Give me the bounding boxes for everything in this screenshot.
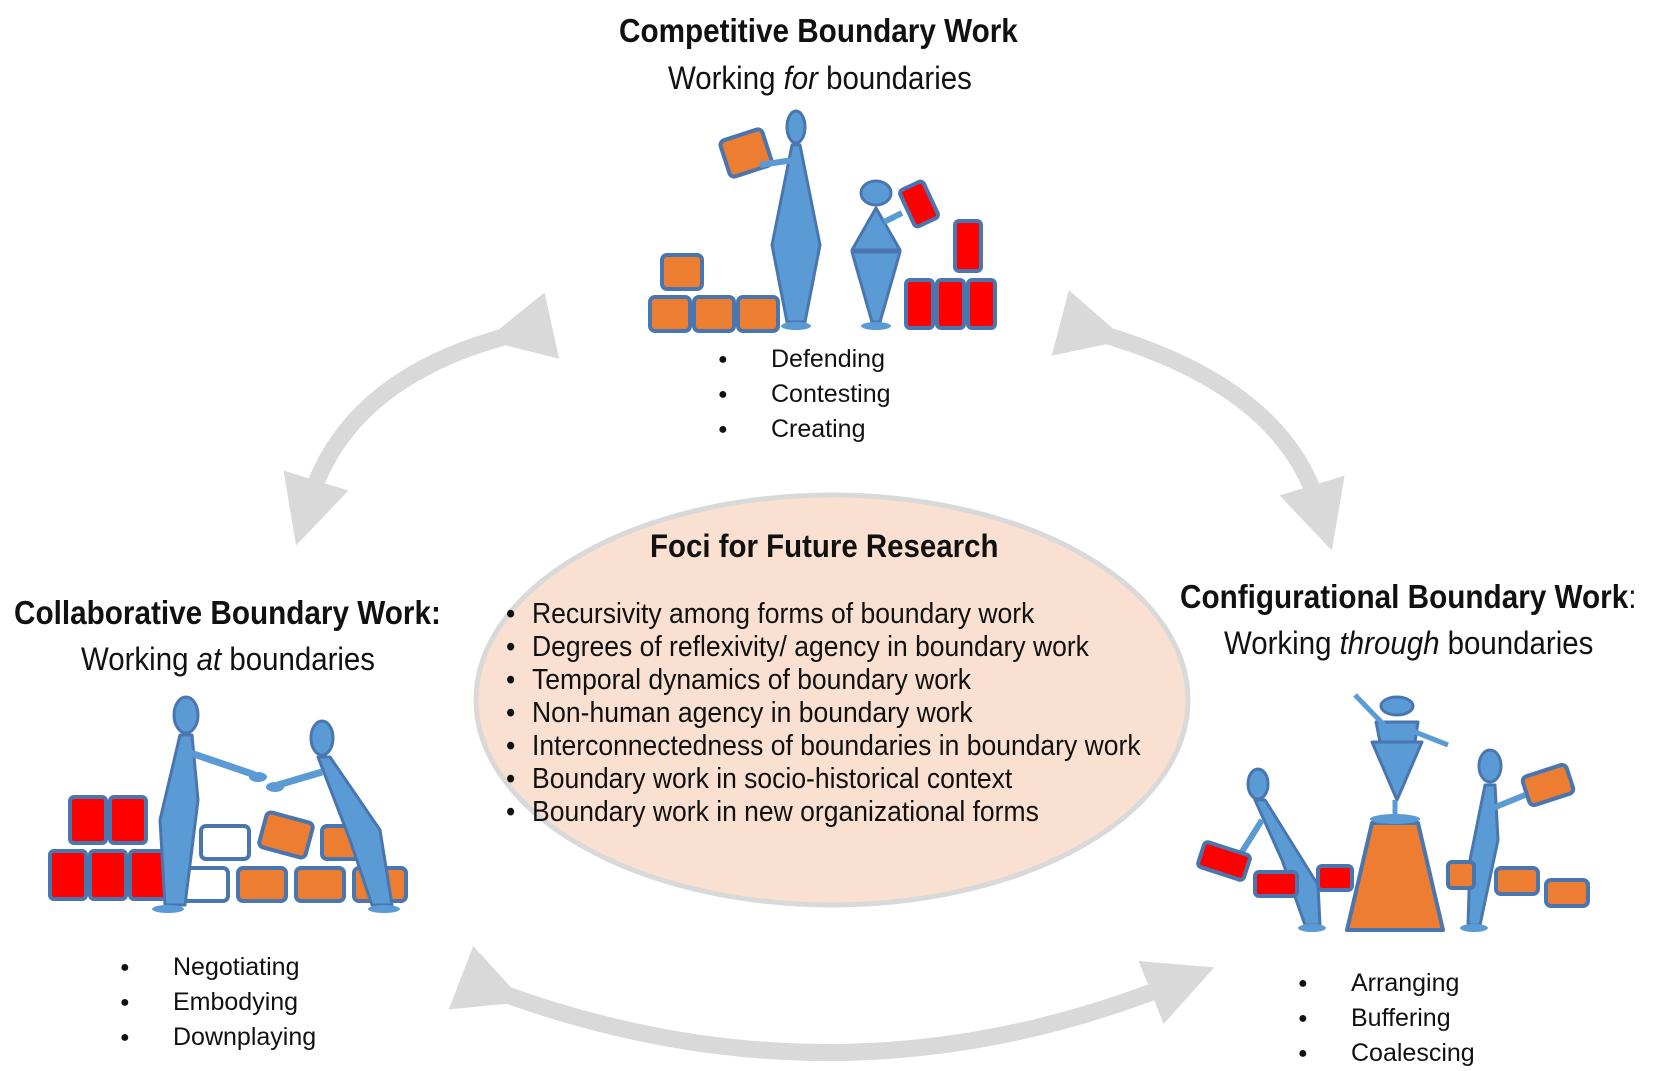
foci-item: Boundary work in new organizational form… <box>506 796 1141 829</box>
list-item: Buffering <box>1298 1001 1475 1036</box>
white-block <box>199 824 251 861</box>
orange-block <box>1494 866 1540 896</box>
red-block-held <box>898 179 940 229</box>
subtitle-emphasis: for <box>783 60 818 96</box>
foci-list: Recursivity among forms of boundary work… <box>506 598 1141 829</box>
orange-block <box>692 295 736 333</box>
orange-block-held <box>1520 762 1576 808</box>
title-suffix: : <box>1628 578 1637 615</box>
red-block <box>966 278 997 330</box>
configurational-list: Arranging Buffering Coalescing <box>1298 966 1475 1071</box>
list-item: Embodying <box>120 985 316 1020</box>
red-block <box>1316 864 1354 892</box>
configurational-title: Configurational Boundary Work: <box>1180 578 1637 616</box>
red-block <box>68 795 108 845</box>
foci-item: Interconnectedness of boundaries in boun… <box>506 730 1141 763</box>
person-icon <box>266 719 400 913</box>
subtitle-text: boundaries <box>1439 625 1594 661</box>
red-block <box>1253 870 1299 898</box>
pedestal <box>1345 821 1445 932</box>
title-text: Configurational Boundary Work <box>1180 578 1629 615</box>
red-block <box>48 849 88 901</box>
foci-item: Temporal dynamics of boundary work <box>506 664 1141 697</box>
orange-block <box>660 253 704 291</box>
red-block-held <box>1196 840 1252 882</box>
red-block <box>953 219 983 273</box>
foci-title: Foci for Future Research <box>650 528 999 564</box>
list-item: Arranging <box>1298 966 1475 1001</box>
competitive-title: Competitive Boundary Work <box>619 12 1018 49</box>
subtitle-text: Working <box>668 60 784 96</box>
red-block <box>128 849 168 901</box>
person-icon <box>1353 693 1449 815</box>
orange-block <box>648 295 692 333</box>
competitive-list: Defending Contesting Creating <box>718 342 891 447</box>
red-block <box>935 278 966 330</box>
subtitle-emphasis: through <box>1339 625 1440 661</box>
collaborative-illustration <box>48 695 408 913</box>
subtitle-text: boundaries <box>817 60 972 96</box>
orange-block-held <box>257 810 315 860</box>
arrow-competitive-collaborative <box>283 292 560 546</box>
person-icon <box>850 179 904 330</box>
foci-item: Non-human agency in boundary work <box>506 697 1141 730</box>
list-item: Coalescing <box>1298 1036 1475 1071</box>
person-icon <box>1237 767 1326 932</box>
foci-item: Degrees of reflexivity/ agency in bounda… <box>506 631 1141 664</box>
orange-block <box>736 295 780 333</box>
red-block <box>108 795 148 845</box>
subtitle-text: Working <box>1224 625 1340 661</box>
configurational-subtitle: Working through boundaries <box>1224 625 1593 662</box>
orange-block <box>1544 878 1590 908</box>
collaborative-subtitle: Working at boundaries <box>81 641 375 678</box>
list-item: Negotiating <box>120 950 316 985</box>
collaborative-title: Collaborative Boundary Work: <box>14 594 441 631</box>
orange-block-held <box>718 127 774 179</box>
competitive-illustration <box>648 109 997 333</box>
orange-block <box>236 866 288 903</box>
list-item: Defending <box>718 342 891 377</box>
arrow-competitive-configurational <box>1051 289 1345 551</box>
orange-block <box>294 866 346 903</box>
collaborative-list: Negotiating Embodying Downplaying <box>120 950 316 1055</box>
red-block <box>904 278 935 330</box>
foci-item: Boundary work in socio-historical contex… <box>506 763 1141 796</box>
list-item: Downplaying <box>120 1020 316 1055</box>
orange-block <box>1446 860 1476 890</box>
person-icon <box>152 695 267 913</box>
person-icon <box>759 109 822 330</box>
foci-item: Recursivity among forms of boundary work <box>506 598 1141 631</box>
configurational-illustration <box>1196 693 1590 932</box>
list-item: Creating <box>718 412 891 447</box>
subtitle-emphasis: at <box>196 641 222 677</box>
competitive-subtitle: Working for boundaries <box>668 60 972 97</box>
subtitle-text: boundaries <box>221 641 376 677</box>
person-icon <box>1460 748 1527 932</box>
subtitle-text: Working <box>81 641 197 677</box>
arrow-collaborative-configurational <box>448 945 1215 1061</box>
list-item: Contesting <box>718 377 891 412</box>
red-block <box>88 849 128 901</box>
